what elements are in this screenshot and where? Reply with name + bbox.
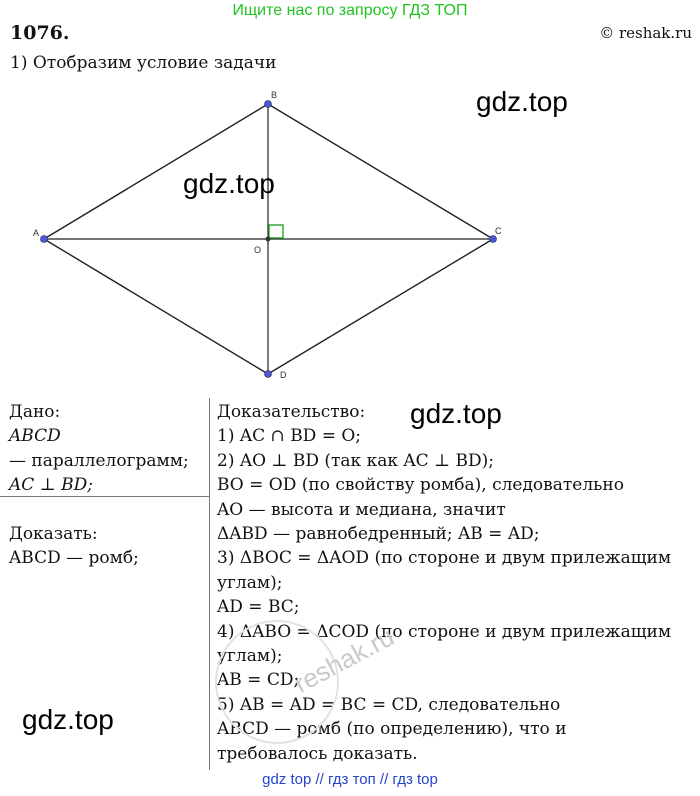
- prove-block: Доказать: ABCD — ромб;: [9, 522, 139, 571]
- watermark: gdz.top: [410, 398, 502, 429]
- prove-title: Доказать:: [9, 524, 98, 544]
- proof-line: 4) ΔABO = ΔCOD (по стороне и двум прилеж…: [217, 621, 672, 642]
- proof-line: BO = OD (по свойству ромба), следователь…: [217, 475, 624, 496]
- point-b: [264, 100, 272, 108]
- watermark: gdz.top: [22, 704, 114, 735]
- label-a: A: [33, 228, 39, 238]
- given-line: AC ⊥ BD;: [9, 475, 93, 496]
- watermark: gdz.top: [476, 86, 568, 117]
- proof-line: ΔABD — равнобедренный; AB = AD;: [217, 524, 540, 545]
- given-title: Дано:: [9, 402, 61, 422]
- copyright: © reshak.ru: [599, 24, 692, 42]
- proof-title: Доказательство:: [217, 402, 366, 422]
- point-c: [489, 235, 497, 243]
- label-o: O: [254, 245, 261, 255]
- given-line: — параллелограмм;: [9, 450, 189, 471]
- label-d: D: [280, 370, 287, 380]
- given-block: Дано: ABCD — параллелограмм; AC ⊥ BD;: [9, 400, 205, 498]
- promo-banner: Ищите нас по запросу ГДЗ ТОП: [232, 2, 468, 19]
- watermark-ring: [215, 620, 339, 744]
- footer-links[interactable]: gdz top // гдз топ // гдз top: [262, 771, 438, 788]
- proof-line: 1) AC ∩ BD = O;: [217, 426, 362, 447]
- proof-line: углам);: [217, 572, 283, 593]
- given-line: ABCD: [9, 426, 61, 447]
- column-divider: [209, 398, 210, 770]
- proof-line: AD = BC;: [217, 597, 300, 618]
- right-angle-mark: [268, 224, 284, 239]
- label-c: C: [495, 226, 502, 236]
- proof-block: Доказательство: 1) AC ∩ BD = O; 2) AO ⊥ …: [217, 400, 697, 766]
- proof-line: 3) ΔBOC = ΔAOD (по стороне и двум прилеж…: [217, 548, 672, 569]
- proof-line: требовалось доказать.: [217, 743, 418, 764]
- side-bc: [267, 103, 494, 240]
- rhombus-figure: A B C D O: [33, 90, 502, 380]
- point-d: [264, 370, 272, 378]
- step-one-heading: 1) Отобразим условие задачи: [10, 53, 277, 73]
- point-a: [40, 235, 48, 243]
- prove-line: ABCD — ромб;: [9, 548, 139, 569]
- proof-line: AO — высота и медиана, значит: [217, 499, 506, 520]
- point-o: [265, 236, 271, 242]
- side-cd: [267, 238, 494, 375]
- problem-number: 1076.: [10, 22, 70, 44]
- watermark: gdz.top: [183, 168, 275, 199]
- proof-line: 2) AO ⊥ BD (так как AC ⊥ BD);: [217, 450, 494, 471]
- label-b: B: [271, 90, 277, 100]
- side-ab: [43, 103, 269, 240]
- given-divider: [0, 496, 209, 497]
- side-da: [43, 238, 269, 375]
